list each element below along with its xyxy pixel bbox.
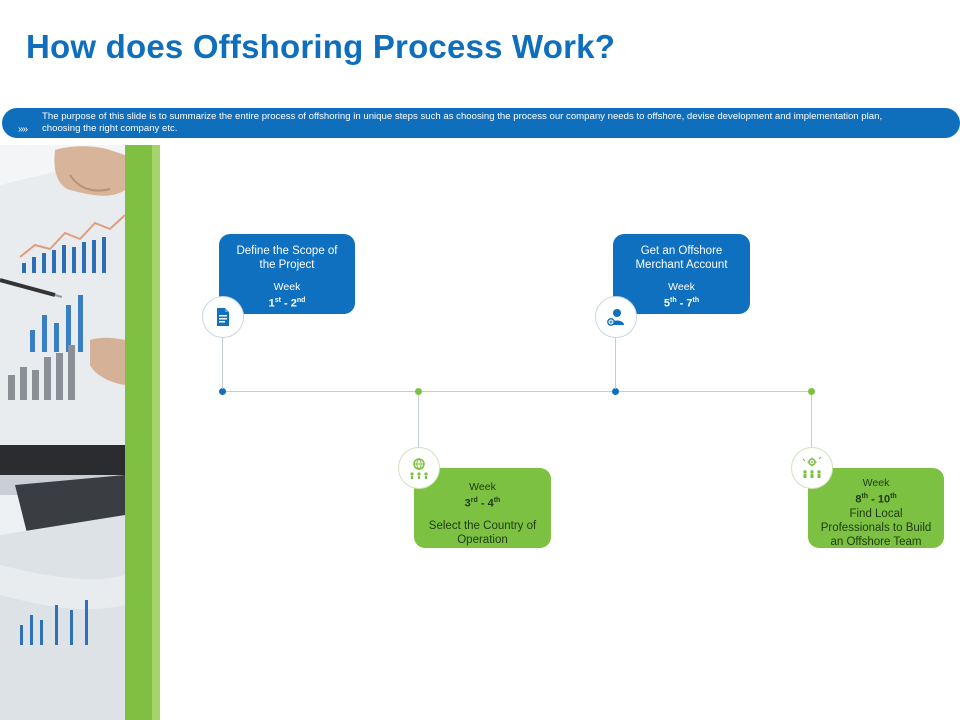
step-icon-1 bbox=[202, 296, 244, 338]
step-week-range: 8th - 10th bbox=[855, 493, 897, 506]
slide-title: How does Offshoring Process Work? bbox=[26, 28, 616, 65]
step-label: Find Local Professionals to Build an Off… bbox=[820, 507, 932, 548]
step-week-range: 3rd - 4th bbox=[464, 497, 501, 510]
step-label: Select the Country of Operation bbox=[428, 519, 537, 546]
business-charts-photo bbox=[0, 145, 125, 720]
green-accent-bar bbox=[125, 145, 152, 720]
connector-2 bbox=[418, 395, 419, 447]
timeline-dot-3 bbox=[612, 388, 619, 395]
globe-people-icon bbox=[410, 458, 428, 479]
step-icon-2 bbox=[398, 447, 440, 489]
timeline-dot-4 bbox=[808, 388, 815, 395]
step-icon-3 bbox=[595, 296, 637, 338]
step-week-range: 5th - 7th bbox=[663, 297, 700, 310]
connector-3 bbox=[615, 336, 616, 389]
step-week-label: Week bbox=[273, 281, 301, 293]
step-icon-4 bbox=[791, 447, 833, 489]
step-card-3: Get an Offshore Merchant Account Week 5t… bbox=[613, 234, 750, 314]
step-week-label: Week bbox=[469, 481, 496, 493]
step-week-label: Week bbox=[668, 281, 695, 293]
step-card-4: Week 8th - 10th Find Local Professionals… bbox=[808, 468, 944, 548]
step-week-range: 1st - 2nd bbox=[268, 297, 306, 310]
step-card-2: Week 3rd - 4th Select the Country of Ope… bbox=[414, 468, 551, 548]
connector-1 bbox=[222, 336, 223, 389]
account-user-icon bbox=[607, 309, 624, 326]
connector-4 bbox=[811, 395, 812, 447]
document-icon bbox=[217, 308, 229, 326]
timeline-line bbox=[222, 391, 812, 392]
step-week-label: Week bbox=[862, 477, 890, 489]
step-label: Define the Scope of the Project bbox=[236, 245, 338, 271]
step-card-1: Define the Scope of the Project Week 1st… bbox=[219, 234, 355, 314]
description-banner: »» The purpose of this slide is to summa… bbox=[2, 108, 960, 138]
timeline-dot-2 bbox=[415, 388, 422, 395]
team-gear-icon bbox=[802, 456, 822, 478]
step-label: Get an Offshore Merchant Account bbox=[635, 245, 728, 271]
chevrons-icon: »» bbox=[18, 124, 28, 135]
timeline-dot-1 bbox=[219, 388, 226, 395]
light-green-accent-bar bbox=[152, 145, 160, 720]
description-text: The purpose of this slide is to summariz… bbox=[42, 111, 883, 134]
